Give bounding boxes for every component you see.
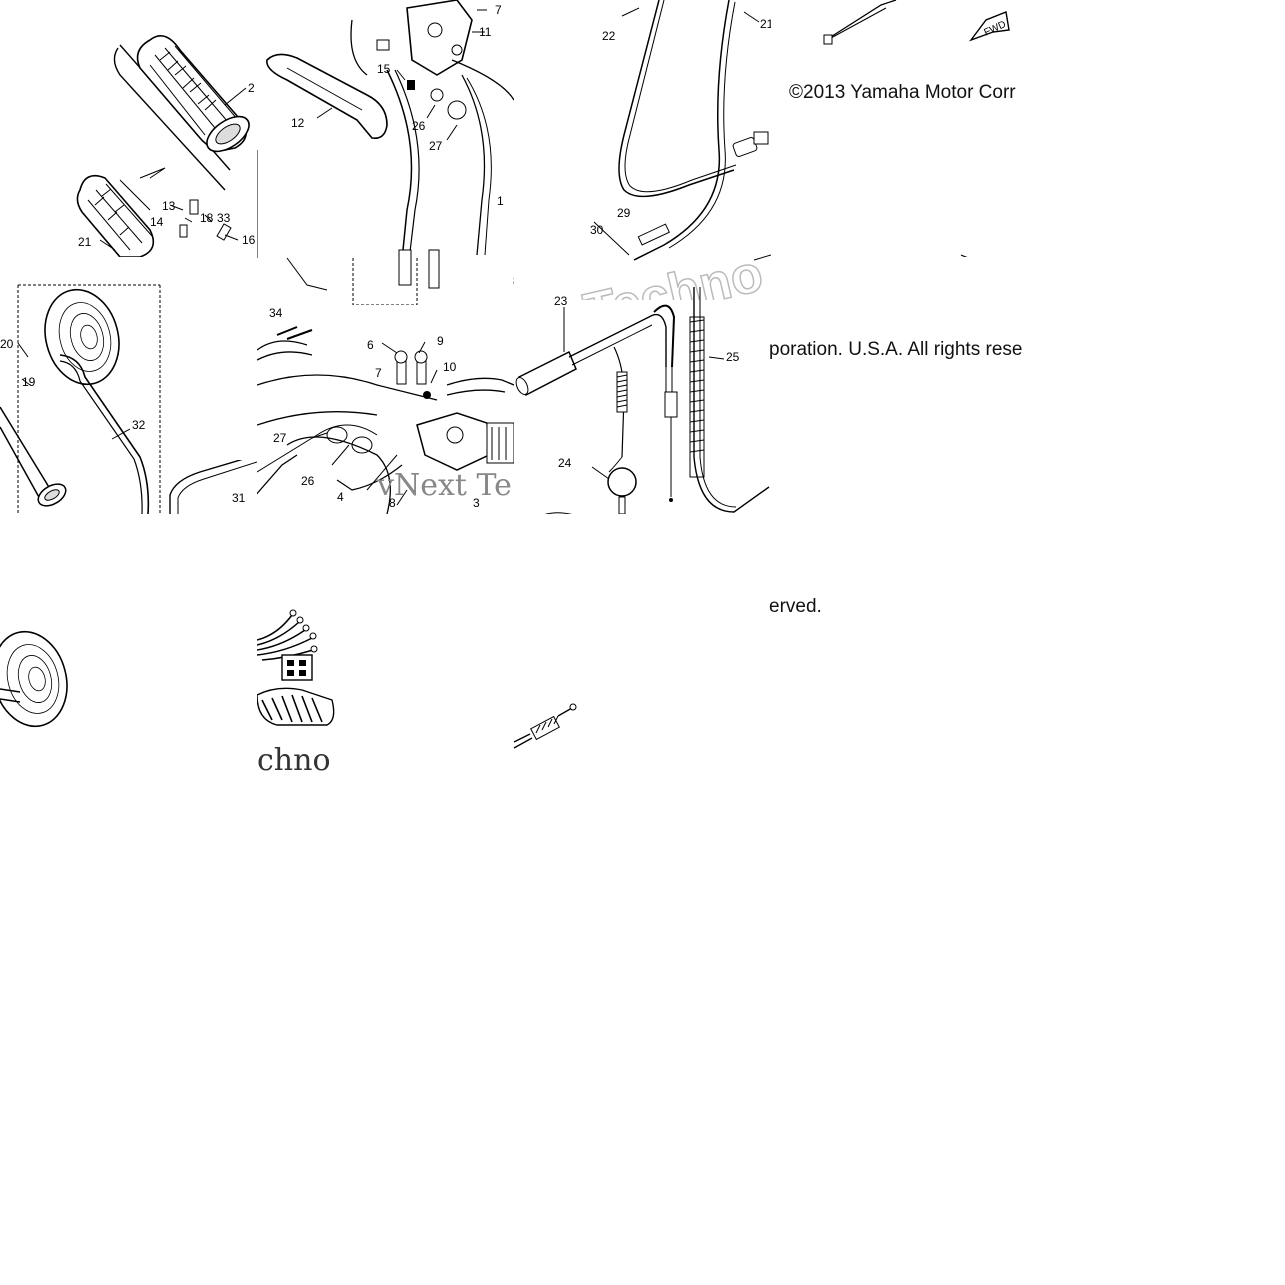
- lever-drawing: 7 11 12 15 26 27 1 8: [257, 0, 514, 305]
- callout-32: 32: [132, 418, 146, 432]
- mirror-drawing: 20 19 32: [0, 284, 161, 514]
- lower-grip: [76, 174, 155, 257]
- callout-21: 21: [78, 235, 92, 249]
- callout-9: 9: [437, 334, 444, 348]
- fwd-arrow-icon: FWD: [969, 11, 1010, 42]
- callout-7: 7: [495, 3, 502, 17]
- tile-fwd-marker: FWD 5: [771, 0, 1028, 257]
- callout-24: 24: [558, 456, 572, 470]
- throttle-grip: [515, 350, 577, 397]
- tile-wire-harness: chno: [257, 600, 337, 780]
- watermark-vnext: vNext Te: [376, 468, 512, 503]
- tile-mirror: 20 19 32: [0, 257, 257, 514]
- callout-5: 5: [876, 255, 883, 257]
- callout-6: 6: [367, 338, 374, 352]
- callout-8: 8: [513, 274, 514, 288]
- callout-27: 27: [429, 139, 443, 153]
- mirror-lower-drawing: [0, 630, 68, 728]
- callout-25: 25: [726, 350, 740, 364]
- callout-33: 33: [217, 211, 231, 225]
- switch-housing: [416, 412, 514, 471]
- callout-23: 23: [554, 294, 568, 308]
- callout-19: 19: [22, 375, 36, 389]
- watermark-partial: Techno: [514, 512, 625, 514]
- copyright-text-1: ©2013 Yamaha Motor Corr: [789, 82, 1016, 103]
- callout-27b: 27: [273, 431, 287, 445]
- copyright-text-3: erved.: [769, 596, 822, 617]
- tile-throttle-cables: 23 25 24 Techno: [514, 257, 771, 514]
- cables-drawing: 22 21 29 30 Techno: [578, 0, 771, 300]
- callout-13: 13: [162, 199, 176, 213]
- tile-handlebar-switch: 34 6 9 10 7 27 26 4 8 3 31 vNext Te: [257, 305, 514, 514]
- switch-drawing: 34 6 9 10 7 27 26 4 8 3 31 vNext Te: [257, 306, 514, 514]
- callout-7b: 7: [375, 366, 382, 380]
- callout-34: 34: [269, 306, 283, 320]
- callout-11: 11: [479, 25, 492, 39]
- callout-8b: 8: [389, 496, 396, 510]
- callout-29: 29: [617, 206, 631, 220]
- callout-2: 2: [248, 81, 255, 95]
- callout-14: 14: [150, 215, 164, 229]
- tile-handlebar-grips: 2 13 14 18 33 16 21: [0, 0, 257, 257]
- tile-mirror-lower: [0, 514, 257, 771]
- callout-21b: 21: [760, 17, 771, 31]
- fwd-drawing: FWD 5: [823, 0, 1010, 257]
- callout-26: 26: [412, 119, 426, 133]
- harness-drawing: chno: [257, 609, 335, 778]
- callout-18: 18: [200, 211, 214, 225]
- upper-grip: [136, 34, 250, 153]
- grips-drawing: 2 13 14 18 33 16 21: [76, 34, 256, 257]
- callout-15: 15: [377, 62, 391, 76]
- callout-12: 12: [291, 116, 305, 130]
- callout-16: 16: [242, 233, 256, 247]
- callout-22: 22: [602, 29, 616, 43]
- tile-control-cables: 22 21 29 30 Techno: [514, 0, 771, 300]
- callout-20: 20: [0, 337, 14, 351]
- watermark-chno: chno: [257, 743, 331, 778]
- tile-clutch-lever: 7 11 12 15 26 27 1 8: [257, 0, 514, 305]
- copyright-text-2: poration. U.S.A. All rights rese: [769, 339, 1023, 360]
- callout-3: 3: [473, 496, 480, 510]
- cable-end-part: [513, 703, 577, 749]
- callout-30: 30: [590, 223, 604, 237]
- throttle-drawing: 23 25 24 Techno: [514, 287, 770, 514]
- callout-4: 4: [337, 490, 344, 504]
- callout-26b: 26: [301, 474, 315, 488]
- callout-10: 10: [443, 360, 457, 374]
- bar-end-fragment: 31: [169, 460, 257, 514]
- mirror-head: [44, 288, 120, 386]
- callout-31-label: 31: [232, 491, 246, 505]
- callout-1: 1: [497, 194, 504, 208]
